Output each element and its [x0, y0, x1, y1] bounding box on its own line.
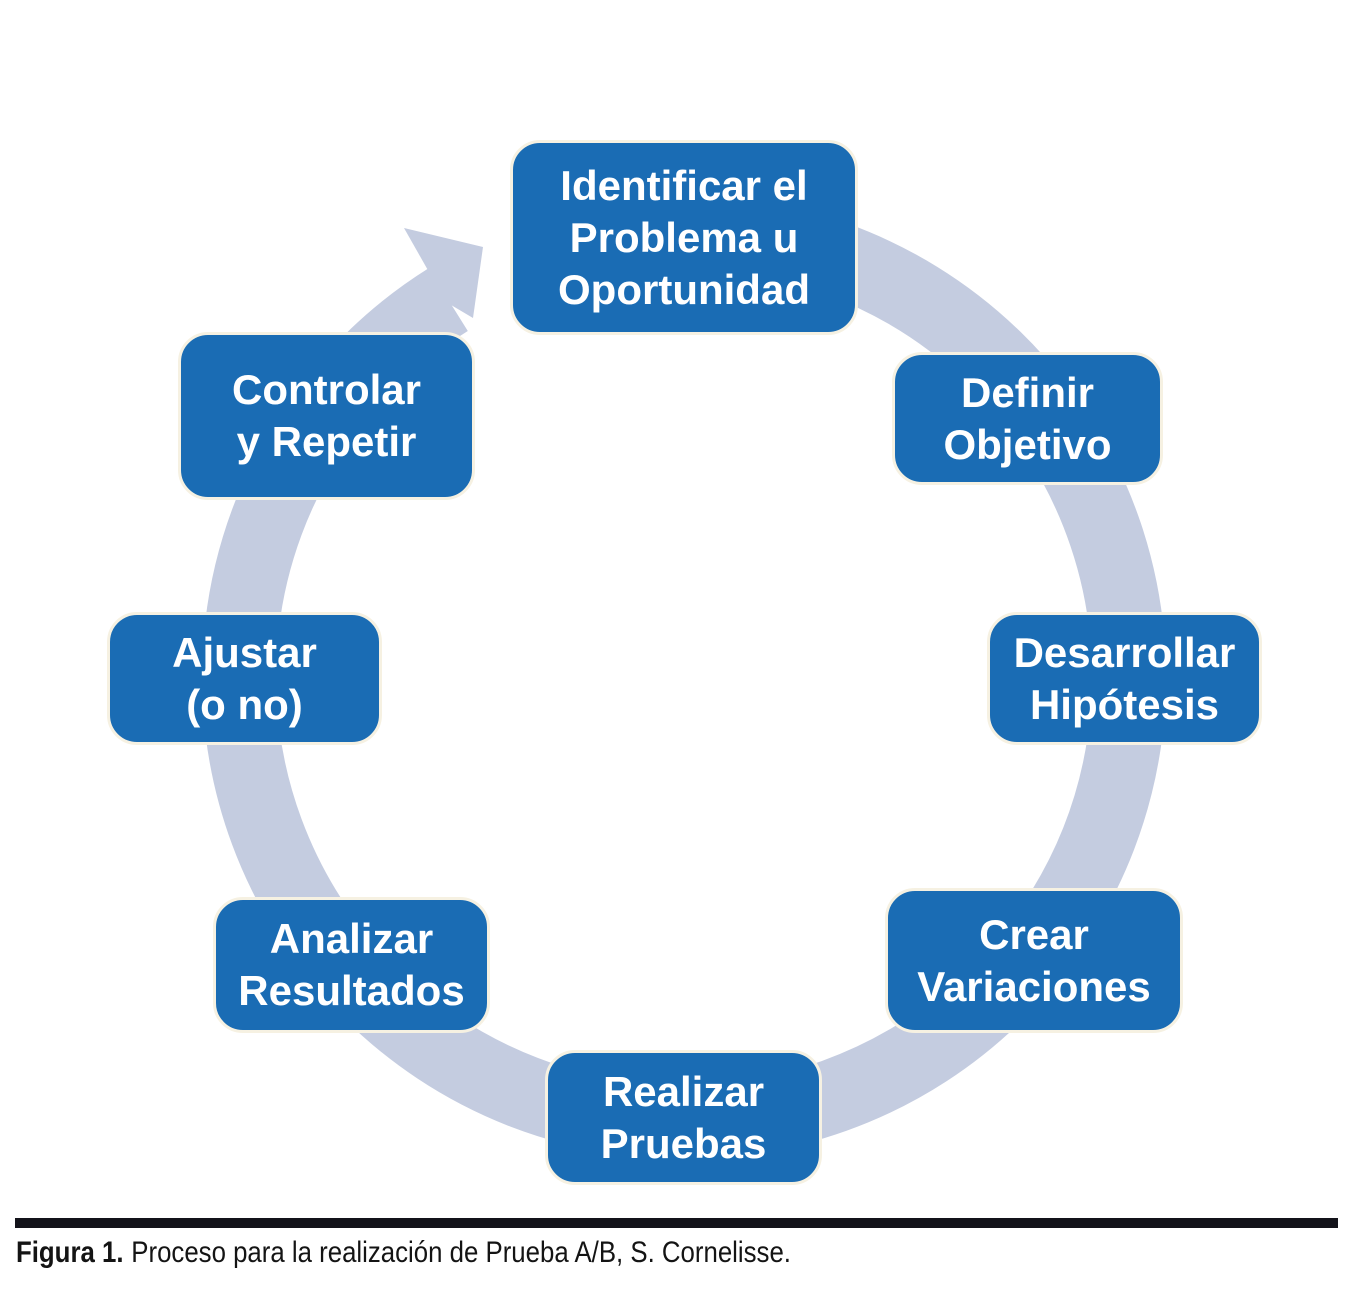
step-label: Ajustar (o no)	[172, 628, 317, 728]
step-label: Identificar el Problema u Oportunidad	[558, 161, 810, 313]
step-label: Desarrollar Hipótesis	[1013, 628, 1236, 728]
step-desarrollar-hipotesis: Desarrollar Hipótesis	[987, 612, 1262, 745]
step-definir-objetivo: Definir Objetivo	[892, 352, 1163, 485]
step-label: Analizar Resultados	[238, 915, 465, 1014]
step-label: Controlar y Repetir	[232, 366, 421, 465]
step-ajustar-o-no: Ajustar (o no)	[107, 612, 382, 745]
caption-divider	[15, 1218, 1338, 1228]
step-identificar-problema-oportunidad: Identificar el Problema u Oportunidad	[510, 140, 858, 335]
figure-caption: Figura 1.Proceso para la realización de …	[16, 1236, 791, 1270]
step-label: Crear Variaciones	[917, 910, 1151, 1010]
step-controlar-y-repetir: Controlar y Repetir	[178, 332, 475, 500]
cycle-arrowhead-icon	[404, 228, 483, 318]
step-realizar-pruebas: Realizar Pruebas	[545, 1050, 822, 1185]
step-label: Definir Objetivo	[943, 368, 1112, 468]
figure-caption-text: Proceso para la realización de Prueba A/…	[131, 1236, 791, 1269]
step-analizar-resultados: Analizar Resultados	[213, 897, 490, 1033]
step-label: Realizar Pruebas	[600, 1067, 767, 1167]
figure-caption-label: Figura 1.	[16, 1236, 124, 1269]
step-crear-variaciones: Crear Variaciones	[885, 888, 1183, 1033]
